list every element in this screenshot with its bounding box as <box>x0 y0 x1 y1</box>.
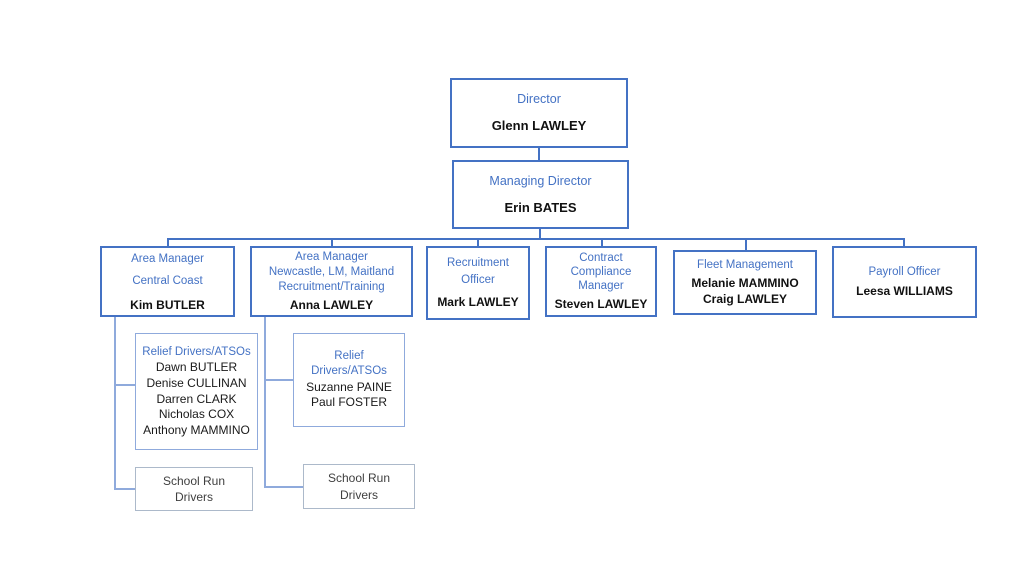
person-names: Suzanne PAINE Paul FOSTER <box>306 379 392 410</box>
connector-bus <box>167 238 905 240</box>
org-node-director: Director Glenn LAWLEY <box>450 78 628 148</box>
connector-drop-fleet <box>745 238 747 251</box>
connector-drop-payroll <box>903 238 905 247</box>
person-names: Melanie MAMMINO Craig LAWLEY <box>691 275 799 307</box>
org-node-relief-drivers-central-coast: Relief Drivers/ATSOs Dawn BUTLER Denise … <box>135 333 258 450</box>
role-title: Relief Drivers/ATSOs <box>142 345 251 358</box>
org-node-fleet-management: Fleet Management Melanie MAMMINO Craig L… <box>673 250 817 315</box>
connector-drop-contract <box>601 238 603 247</box>
role-title: Area Manager Central Coast <box>131 253 204 287</box>
connector-stub-school-newcastle <box>264 486 304 488</box>
person-names: Anna LAWLEY <box>289 297 374 312</box>
connector-stub-relief-newcastle <box>264 379 294 381</box>
connector-stub-school-central <box>114 488 136 490</box>
role-title: Fleet Management <box>697 258 793 271</box>
person-names: Glenn LAWLEY <box>491 118 587 134</box>
role-title: Area Manager Newcastle, LM, Maitland Rec… <box>268 250 395 293</box>
connector-director-managing <box>538 147 540 161</box>
role-title: School Run Drivers <box>162 473 226 504</box>
role-title: Recruitment Officer <box>447 257 509 287</box>
org-node-managing-director: Managing Director Erin BATES <box>452 160 629 229</box>
org-node-payroll-officer: Payroll Officer Leesa WILLIAMS <box>832 246 977 318</box>
org-node-relief-drivers-newcastle: Relief Drivers/ATSOs Suzanne PAINE Paul … <box>293 333 405 427</box>
org-node-area-manager-central-coast: Area Manager Central Coast Kim BUTLER <box>100 246 235 317</box>
connector-stub-relief-central <box>114 384 136 386</box>
org-node-school-run-drivers-central-coast: School Run Drivers <box>135 467 253 511</box>
person-names: Dawn BUTLER Denise CULLINAN Darren CLARK… <box>143 360 250 437</box>
role-title: Relief Drivers/ATSOs <box>311 349 387 377</box>
person-names: Steven LAWLEY <box>554 296 648 311</box>
person-names: Erin BATES <box>504 199 577 215</box>
connector-spine-newcastle <box>264 317 266 488</box>
person-names: Mark LAWLEY <box>437 294 519 309</box>
org-node-area-manager-newcastle: Area Manager Newcastle, LM, Maitland Rec… <box>250 246 413 317</box>
role-title: Payroll Officer <box>868 266 941 279</box>
org-node-recruitment-officer: Recruitment Officer Mark LAWLEY <box>426 246 530 320</box>
role-title: Contract Compliance Manager <box>570 251 632 293</box>
role-title: School Run Drivers <box>327 471 391 502</box>
connector-drop-central-coast <box>167 238 169 247</box>
connector-spine-central-coast <box>114 317 116 490</box>
connector-drop-recruitment <box>477 238 479 247</box>
person-names: Leesa WILLIAMS <box>856 283 953 298</box>
connector-drop-newcastle <box>331 238 333 247</box>
role-title: Director <box>517 92 561 107</box>
connector-managing-bus <box>539 229 541 239</box>
org-node-school-run-drivers-newcastle: School Run Drivers <box>303 464 415 509</box>
person-names: Kim BUTLER <box>130 297 205 312</box>
org-node-contract-compliance-manager: Contract Compliance Manager Steven LAWLE… <box>545 246 657 317</box>
role-title: Managing Director <box>489 173 592 188</box>
